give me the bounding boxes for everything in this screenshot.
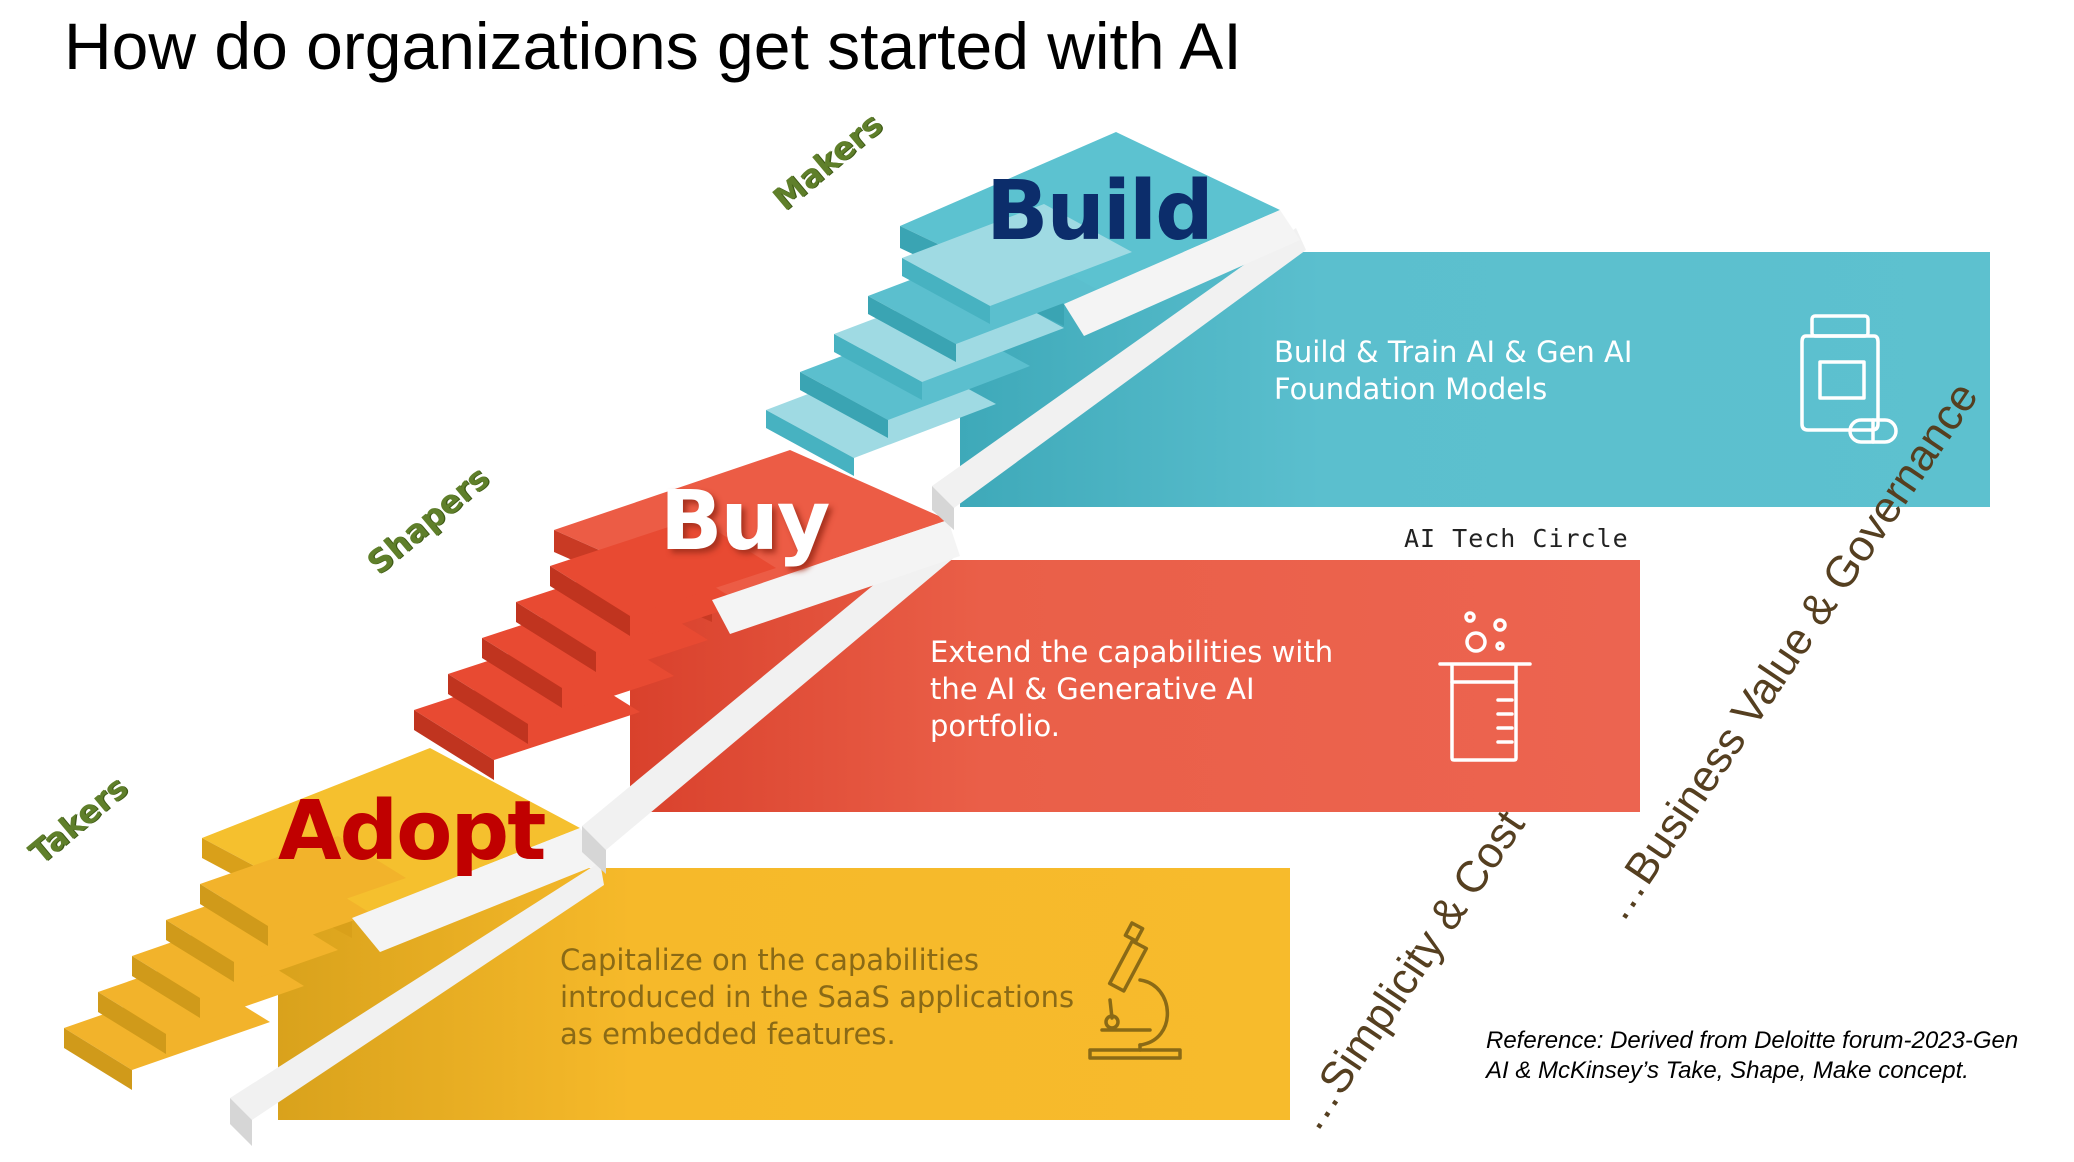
page-title: How do organizations get started with AI: [64, 9, 1242, 83]
microscope-icon: [1088, 921, 1182, 1060]
buy-step-label: Buy: [660, 474, 830, 569]
watermark-label: AI Tech Circle: [1404, 524, 1629, 553]
medicine-bottle-icon: [1800, 314, 1898, 444]
reference-note: Reference: Derived from Deloitte forum-2…: [1486, 1027, 2019, 1084]
build-staircase: [766, 132, 1306, 530]
beaker-icon: [1438, 611, 1532, 762]
adopt-staircase: [64, 748, 604, 1146]
buy-description: Extend the capabilities with the AI & Ge…: [930, 635, 1334, 743]
buy-staircase: [414, 450, 960, 874]
build-description: Build & Train AI & Gen AI Foundation Mod…: [1274, 335, 1633, 406]
build-step-label: Build: [986, 164, 1214, 259]
adopt-step-label: Adopt: [278, 784, 546, 879]
adopt-description: Capitalize on the capabilities introduce…: [560, 943, 1075, 1051]
